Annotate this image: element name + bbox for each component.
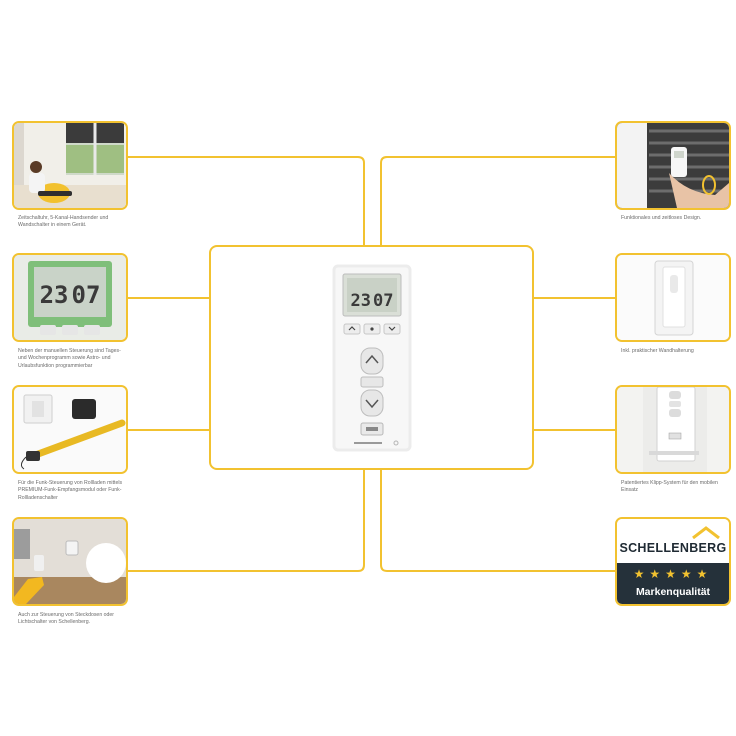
caption-motors: Für die Funk-Steuerung von Rollladen mit… — [18, 480, 123, 501]
brand-name: SCHELLENBERG — [619, 541, 727, 555]
brand-badge-top: SCHELLENBERG — [617, 519, 729, 571]
caption-design: Funktionales und zeitloses Design. — [621, 215, 702, 221]
brand-badge-bottom: ★★★★★ Markenqualität — [617, 563, 729, 604]
living-room-photo — [12, 121, 128, 210]
motor-receiver-photo — [12, 385, 128, 474]
rating-stars-icon: ★★★★★ — [633, 567, 713, 581]
tile-lcd-minutes: 07 — [72, 281, 101, 309]
hand-remote-photo — [615, 121, 731, 210]
lcd-minutes: 07 — [373, 291, 393, 311]
roof-logo-icon — [692, 526, 720, 539]
clip-system-photo — [615, 385, 731, 474]
socket-lamp-photo — [12, 517, 128, 606]
tile-lcd-hours: 23 — [40, 281, 69, 309]
caption-timer: Zeitschaltuhr, 5-Kanal-Handsender und Wa… — [18, 215, 109, 229]
caption-manual: Neben der manuellen Steuerung sind Tages… — [18, 348, 121, 369]
wall-mount-photo — [615, 253, 731, 342]
caption-sockets: Auch zur Steuerung von Steckdosen oder L… — [18, 612, 115, 626]
caption-wall: Inkl. praktischer Wandhalterung — [621, 348, 694, 354]
brand-quality-label: Markenqualität — [635, 586, 711, 598]
caption-clip: Patentiertes Klipp-System für den mobile… — [621, 480, 718, 494]
lcd-hours: 23 — [351, 291, 371, 311]
brand-badge: SCHELLENBERG ★★★★★ Markenqualität — [615, 517, 731, 606]
